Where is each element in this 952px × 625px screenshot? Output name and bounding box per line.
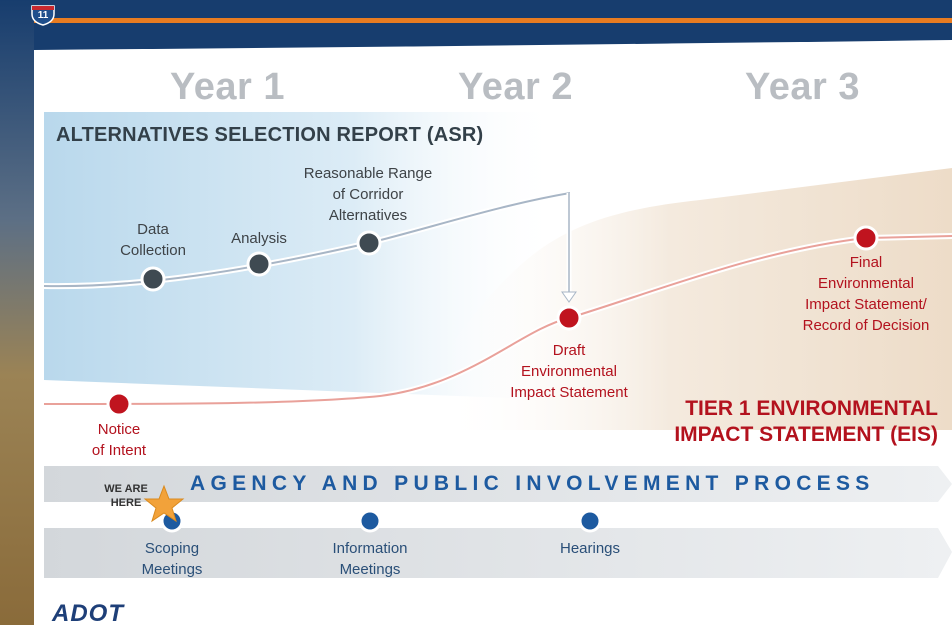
eis-dot-notice-of-intent	[106, 391, 132, 417]
involvement-dot-hearings	[578, 509, 602, 533]
eis-label-final: Final Environmental Impact Statement/ Re…	[802, 254, 930, 334]
asr-label-data-collection: Data Collection	[120, 221, 186, 259]
asr-dot-data-collection	[140, 266, 166, 292]
adot-logo: ADOT	[52, 600, 124, 625]
eis-label-draft: Draft Environmental Impact Statement	[510, 342, 628, 401]
year-1-label: Year 1	[170, 66, 285, 108]
year-2-label: Year 2	[458, 66, 573, 108]
asr-dot-analysis	[246, 251, 272, 277]
we-are-here-label: WE ARE HERE	[104, 483, 148, 509]
interstate-11-shield-icon: 11	[30, 4, 56, 26]
involvement-label-hearings: Hearings	[559, 540, 621, 557]
year-3-label: Year 3	[745, 66, 860, 108]
eis-dot-final	[853, 225, 879, 251]
asr-label-analysis: Analysis	[231, 230, 287, 247]
involvement-label-information: Information Meetings	[332, 540, 408, 578]
asr-title: ALTERNATIVES SELECTION REPORT (ASR)	[56, 124, 484, 146]
eis-dot-draft	[556, 305, 582, 331]
asr-label-reasonable-range: Reasonable Range of Corridor Alternative…	[303, 165, 433, 224]
we-are-here-star-icon	[143, 484, 185, 523]
eis-label-notice-of-intent: Notice of Intent	[91, 421, 147, 459]
involvement-title: AGENCY AND PUBLIC INVOLVEMENT PROCESS	[190, 472, 875, 495]
asr-dot-reasonable-range	[356, 230, 382, 256]
involvement-label-scoping: Scoping Meetings	[141, 540, 203, 578]
involvement-dot-information	[358, 509, 382, 533]
eis-title: TIER 1 ENVIRONMENTAL IMPACT STATEMENT (E…	[674, 397, 938, 446]
shield-number: 11	[37, 10, 49, 21]
